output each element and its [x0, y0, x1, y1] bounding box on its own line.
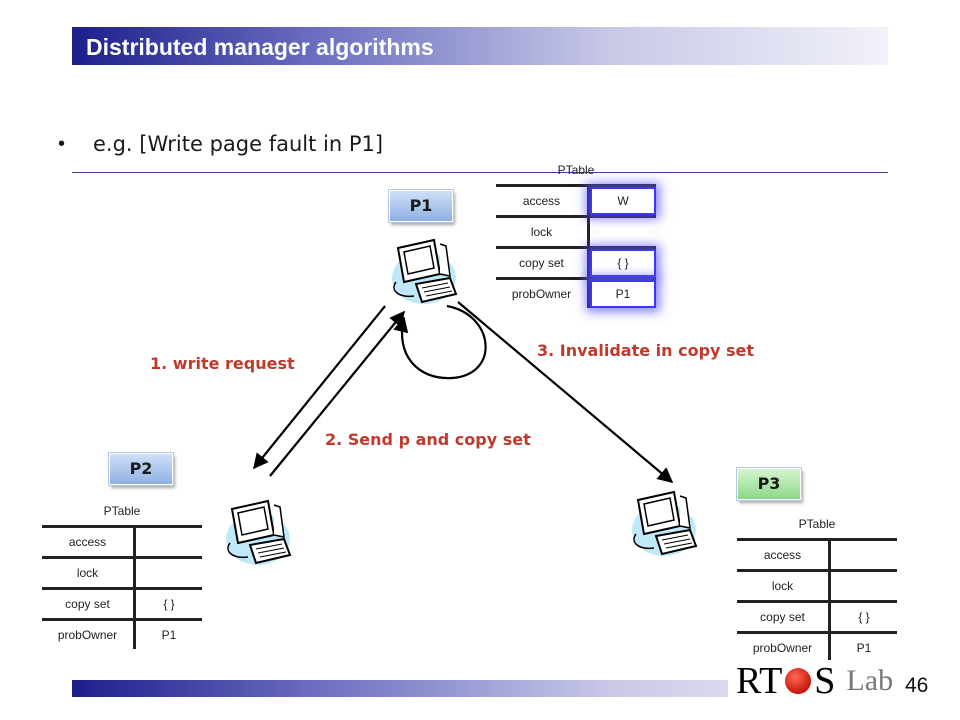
computer-icon: [392, 238, 458, 304]
logo-text: Lab: [846, 664, 894, 697]
computer-icon: [226, 499, 292, 565]
edge-label-invalidate: 3. Invalidate in copy set: [537, 341, 755, 360]
ptable-value: [831, 541, 897, 569]
ptable-row: access: [42, 528, 202, 559]
ptable-row: lock: [737, 572, 897, 603]
invalidate-arrow: [457, 301, 674, 483]
ptable-title: PTable: [496, 156, 656, 187]
ptable-title: PTable: [42, 497, 202, 528]
ptable-key: access: [496, 187, 590, 215]
ptable-row: copy set { }: [496, 249, 656, 280]
ptable-title: PTable: [737, 510, 897, 541]
ptable-row: copy set { }: [737, 603, 897, 634]
ptable-key: lock: [496, 218, 590, 246]
node-label-p3: P3: [737, 468, 801, 500]
ptable-key: lock: [42, 559, 136, 587]
ptable-key: lock: [737, 572, 831, 600]
ptable-p1: PTable access W lock copy set { } probOw…: [496, 156, 656, 308]
footer-bar: [72, 680, 888, 697]
rtos-lab-logo: RT S Lab: [728, 660, 902, 702]
edge-label-send-copy: 2. Send p and copy set: [325, 430, 531, 449]
ptable-value: [136, 559, 202, 587]
ptable-key: access: [737, 541, 831, 569]
ptable-row: probOwner P1: [737, 634, 897, 662]
divider-line: [72, 172, 888, 173]
ptable-key: access: [42, 528, 136, 556]
ptable-key: copy set: [496, 249, 590, 277]
node-label-p2: P2: [109, 453, 173, 485]
ptable-p3: PTable access lock copy set { } probOwne…: [737, 510, 897, 662]
logo-dot-icon: [785, 668, 812, 694]
ptable-value: P1: [856, 641, 872, 655]
ptable-value: { }: [590, 249, 656, 277]
logo-text: RT: [736, 660, 783, 702]
page-number: 46: [905, 674, 929, 697]
computer-icon: [632, 490, 698, 556]
ptable-p2: PTable access lock copy set { } probOwne…: [42, 497, 202, 649]
send-copy-arrow: [269, 310, 405, 477]
ptable-row: access W: [496, 187, 656, 218]
ptable-row: probOwner P1: [42, 621, 202, 649]
ptable-row: probOwner P1: [496, 280, 656, 308]
ptable-row: access: [737, 541, 897, 572]
self-loop-arrow: [393, 304, 487, 380]
write-request-arrow: [253, 305, 386, 470]
ptable-key: probOwner: [737, 634, 831, 662]
ptable-row: copy set { }: [42, 590, 202, 621]
title-bar: [72, 27, 888, 65]
ptable-row: lock: [496, 218, 656, 249]
ptable-value: [136, 528, 202, 556]
ptable-key: copy set: [737, 603, 831, 631]
ptable-row: lock: [42, 559, 202, 590]
edge-label-write-request: 1. write request: [150, 354, 295, 373]
ptable-value: { }: [163, 597, 175, 611]
bullet-marker: •: [58, 133, 66, 155]
logo-text: S: [814, 660, 836, 702]
ptable-value: W: [590, 187, 656, 215]
ptable-key: copy set: [42, 590, 136, 618]
ptable-key: probOwner: [496, 280, 590, 308]
slide-title: Distributed manager algorithms: [86, 34, 434, 60]
ptable-value: P1: [590, 280, 656, 308]
node-label-p1: P1: [389, 190, 453, 222]
bullet-text: e.g. [Write page fault in P1]: [93, 132, 384, 156]
ptable-value: [590, 218, 656, 246]
ptable-value: { }: [858, 610, 870, 624]
ptable-value: [831, 572, 897, 600]
ptable-key: probOwner: [42, 621, 136, 649]
ptable-value: P1: [161, 628, 177, 642]
